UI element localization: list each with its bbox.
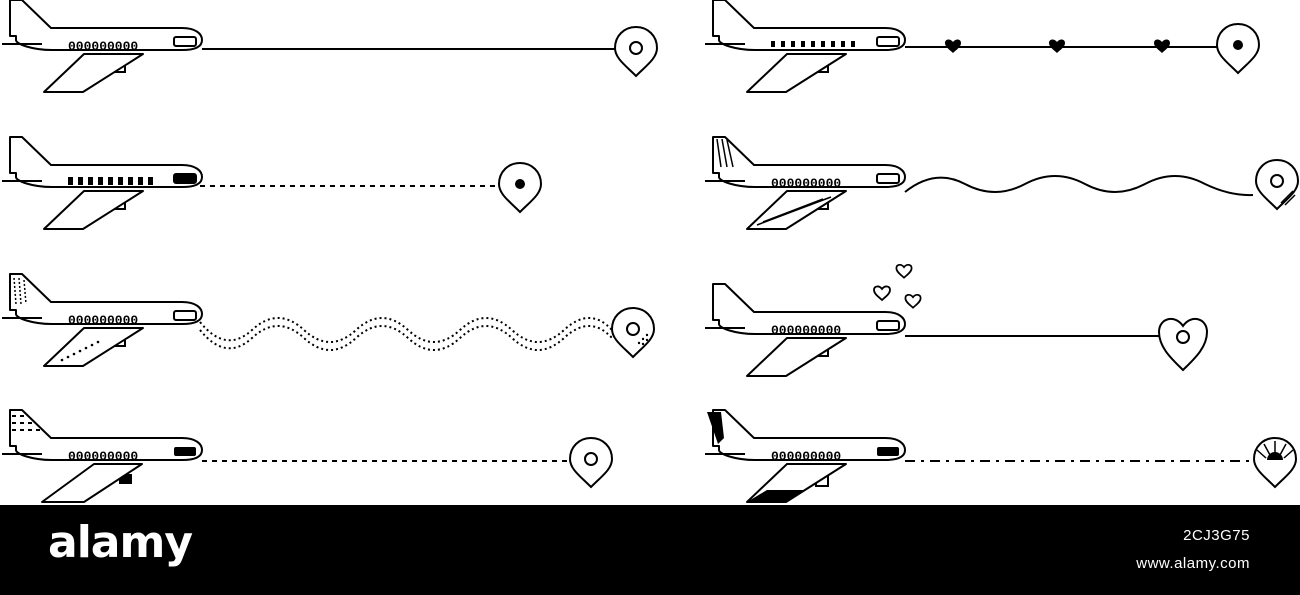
location-pin-ring-icon [614,26,658,77]
heart-icon [1049,39,1065,53]
location-pin-ring-icon [569,437,613,488]
image-id-label: 2CJ3G75 [1183,527,1250,544]
site-url-label: www.alamy.com [1136,555,1250,572]
location-pin-dot-icon [1216,23,1260,74]
airplane-icon [1,136,203,230]
flight-path-dotted-wave-upper [199,317,613,343]
window-row: 000000000 [771,449,841,464]
window-row: 000000000 [68,449,138,464]
airplane-icon [704,0,906,93]
location-pin-dotted-icon [611,307,655,358]
route-variant-1: 000000000 [1,0,658,93]
airplane-route-illustration: 000000000 [1,0,1299,503]
route-variant-7: 000000000 [704,263,1209,377]
floating-hearts-icon [873,263,922,309]
airplane-dashed-tail-icon: 000000000 [2,409,203,503]
route-variant-6: 000000000 [704,136,1299,230]
heart-icon [1154,39,1170,53]
location-pin-lined-icon [1255,159,1299,210]
watermark-footer: alamy 2CJ3G75 www.alamy.com [0,505,1300,595]
heart-icon [945,39,961,53]
airplane-striped-tail-icon: 000000000 [1,273,203,367]
route-variant-5 [704,0,1260,93]
window-row: 000000000 [771,176,841,191]
route-variant-8: 000000000 [705,409,1298,503]
flight-path-wave [904,175,1254,197]
heart-pin-icon [1157,317,1209,372]
route-variant-4: 000000000 [2,409,613,503]
alamy-logo: alamy [48,517,193,568]
route-variant-2 [1,136,542,230]
airplane-lined-tail-icon: 000000000 [704,136,906,230]
flight-path-dotted-wave-lower [199,325,613,351]
window-row: 000000000 [68,39,138,54]
route-variant-3: 000000000 [1,273,655,367]
airplane-black-tail-icon: 000000000 [705,409,906,503]
location-pin-dot-icon [498,162,542,213]
airplane-icon: 000000000 [1,0,203,93]
window-row: 000000000 [771,323,841,338]
airplane-icon: 000000000 [704,283,906,377]
location-pin-sunburst-icon [1252,436,1298,489]
window-row: 000000000 [68,313,138,328]
